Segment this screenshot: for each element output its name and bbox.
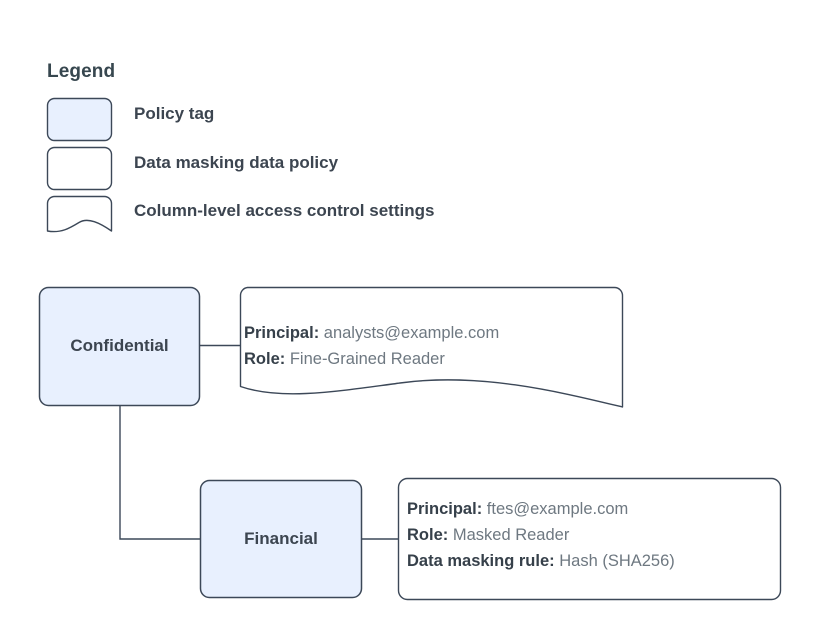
annotation-row: Data masking rule: Hash (SHA256) xyxy=(407,548,675,574)
annotation-key: Role: xyxy=(407,526,449,544)
annotation-box-confidential[interactable] xyxy=(239,286,624,408)
annotation-key: Data masking rule: xyxy=(407,552,555,570)
annotation-value: analysts@example.com xyxy=(323,324,500,342)
annotation-row: Role: Masked Reader xyxy=(407,522,675,548)
annotation-row: Principal: ftes@example.com xyxy=(407,496,675,522)
annotation-key: Principal: xyxy=(244,324,320,342)
annotation-key: Role: xyxy=(244,350,286,368)
annotation-value: Masked Reader xyxy=(452,526,570,544)
node-label-confidential: Confidential xyxy=(70,336,169,355)
annotation-text-financial: Principal: ftes@example.com Role: Masked… xyxy=(407,496,675,574)
legend-swatch-policy-tag xyxy=(46,97,113,142)
legend-item-label-column-level-access: Column-level access control settings xyxy=(134,201,435,220)
annotation-key: Principal: xyxy=(407,500,483,518)
annotation-box-financial[interactable] xyxy=(397,477,782,601)
connector-confidential-to-financial xyxy=(119,405,200,540)
annotation-value: Fine-Grained Reader xyxy=(289,350,445,368)
node-confidential[interactable] xyxy=(38,286,201,407)
legend-item-label-data-masking-policy: Data masking data policy xyxy=(134,153,339,172)
legend-swatch-column-level-access xyxy=(46,195,113,233)
annotation-value: ftes@example.com xyxy=(486,500,629,518)
legend-swatch-data-masking-policy xyxy=(46,146,113,191)
annotation-row: Principal: analysts@example.com xyxy=(244,320,499,346)
node-label-financial: Financial xyxy=(244,529,318,548)
annotation-value: Hash (SHA256) xyxy=(559,552,675,570)
annotation-text-confidential: Principal: analysts@example.com Role: Fi… xyxy=(244,320,499,372)
annotation-row: Role: Fine-Grained Reader xyxy=(244,346,499,372)
node-financial[interactable] xyxy=(199,479,363,599)
legend-item-label-policy-tag: Policy tag xyxy=(134,104,215,123)
legend-title: Legend xyxy=(47,61,116,82)
